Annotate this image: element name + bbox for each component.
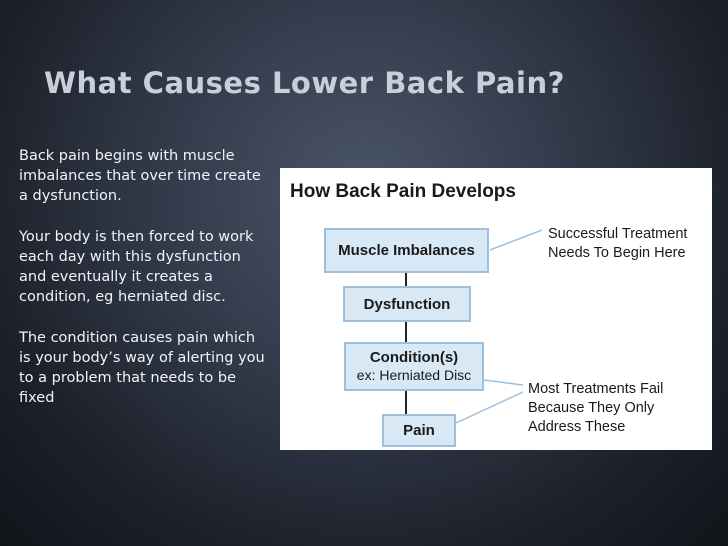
connector-lines [405, 229, 543, 424]
diagram-title: How Back Pain Develops [290, 181, 516, 202]
step-label: Condition(s) [369, 349, 459, 366]
note-treatments-fail: Most Treatments Fail Because They Only A… [528, 380, 663, 437]
note-successful-treatment: Successful Treatment Needs To Begin Here [548, 225, 687, 263]
note-line: Because They Only [528, 400, 655, 416]
step-dysfunction: Dysfunction [343, 286, 471, 322]
back-pain-diagram: How Back Pain Develops Muscle Imbalances… [280, 168, 712, 450]
pointer-line-1 [489, 229, 543, 251]
pointer-line-2 [483, 379, 524, 386]
paragraph-1: Back pain begins with muscle imbalances … [19, 148, 261, 204]
note-line: Successful Treatment [548, 226, 688, 242]
step-pain: Pain [382, 414, 456, 447]
note-line: Needs To Begin Here [548, 245, 686, 261]
pointer-line-3 [455, 391, 524, 424]
paragraph-3: The condition causes pain which is your … [19, 330, 265, 406]
step-sublabel: ex: Herniated Disc [356, 367, 472, 383]
step-label: Dysfunction [363, 296, 451, 313]
note-line: Address These [528, 419, 626, 435]
step-label: Muscle Imbalances [338, 242, 475, 259]
body-text: Back pain begins with muscle imbalances … [19, 146, 269, 429]
slide-title: What Causes Lower Back Pain? [44, 66, 565, 100]
step-label: Pain [403, 422, 435, 439]
paragraph-2: Your body is then forced to work each da… [19, 229, 254, 305]
note-line: Most Treatments Fail [528, 381, 664, 397]
step-conditions: Condition(s) ex: Herniated Disc [344, 342, 484, 391]
step-muscle-imbalances: Muscle Imbalances [324, 228, 489, 273]
